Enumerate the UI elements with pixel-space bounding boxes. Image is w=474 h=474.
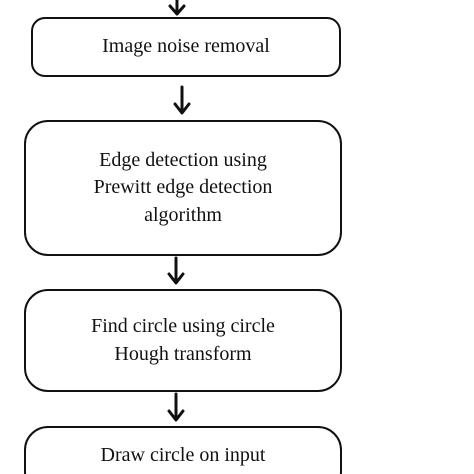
arrow-into-step-1 (168, 0, 186, 16)
arrow-step-2-to-step-3 (167, 256, 185, 285)
step-draw-circle: Draw circle on input (24, 426, 342, 474)
step-label: Image noise removal (102, 35, 270, 58)
step-label: Draw circle on input (100, 444, 266, 466)
step-image-noise-removal: Image noise removal (31, 17, 341, 77)
step-label: Edge detection using Prewitt edge detect… (93, 148, 273, 226)
step-edge-detection: Edge detection using Prewitt edge detect… (24, 120, 342, 256)
step-find-circle: Find circle using circle Hough transform (24, 289, 342, 392)
step-label: Find circle using circle Hough transform (91, 314, 275, 365)
arrow-step-3-to-step-4 (167, 392, 185, 422)
arrow-step-1-to-step-2 (173, 85, 191, 115)
